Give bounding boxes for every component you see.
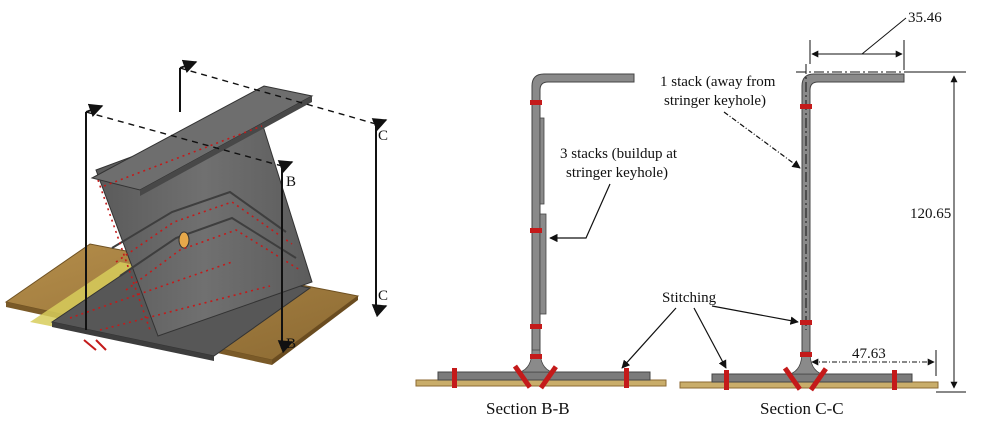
- stitch-rows: [69, 125, 301, 331]
- bb-buildup-1: [539, 117, 545, 205]
- stitching-leader-cc-skin: [693, 307, 727, 369]
- bb-annotation-line1: 3 stacks (buildup at: [560, 146, 678, 162]
- cc-caption: Section C-C: [760, 399, 844, 418]
- bb-buildup-2: [539, 213, 547, 315]
- isometric-panel-view: C C B B: [4, 59, 388, 365]
- cc-tool-plate: [679, 381, 939, 389]
- bb-annotation-line2: stringer keyhole): [566, 165, 668, 181]
- bb-stitches: [452, 100, 629, 390]
- ply-drop-line-2: [119, 216, 297, 277]
- tool-plate-edge-right: [272, 296, 358, 365]
- dim-flange-value: 47.63: [852, 346, 886, 362]
- section-cc: 1 stack (away from stringer keyhole) 35.…: [660, 10, 966, 418]
- stitching-label: Stitching: [662, 290, 717, 306]
- front-stitch-marks: [83, 339, 107, 351]
- cc-skin: [711, 373, 913, 383]
- bb-caption: Section B-B: [486, 399, 570, 418]
- dim-top-value: 35.46: [908, 10, 942, 26]
- cc-stiffener-profile: [801, 73, 905, 375]
- bb-skin: [437, 371, 651, 381]
- skin-flange-edge: [52, 322, 214, 361]
- bb-annotation-leader: [549, 183, 611, 243]
- stitching-callout: Stitching: [621, 290, 799, 369]
- ply-drop-line: [111, 190, 287, 249]
- cc-annotation-leader: [723, 111, 801, 169]
- bb-stiffener-profile: [531, 73, 635, 373]
- cc-annotation-line2: stringer keyhole): [664, 93, 766, 109]
- cc-stitches: [724, 104, 897, 392]
- stitching-leader-bb: [621, 307, 677, 369]
- cc-annotation-line1: 1 stack (away from: [660, 74, 776, 90]
- dim-height-value: 120.65: [910, 206, 951, 222]
- section-mark-c-top: C: [378, 128, 388, 144]
- stitching-leader-cc-web: [711, 305, 799, 325]
- section-plane-c: [179, 59, 388, 318]
- bb-fillet: [519, 349, 553, 373]
- stringer-keyhole: [178, 231, 190, 249]
- section-mark-c-bottom: C: [378, 288, 388, 304]
- section-plane-b: [85, 103, 294, 354]
- section-mark-b-bottom: B: [286, 336, 296, 352]
- top-cap-flange-edge: [140, 96, 312, 196]
- dim-top-leader: [861, 17, 907, 55]
- section-mark-b-top: B: [286, 174, 296, 190]
- section-bb: 3 stacks (buildup at stringer keyhole) S…: [415, 73, 678, 418]
